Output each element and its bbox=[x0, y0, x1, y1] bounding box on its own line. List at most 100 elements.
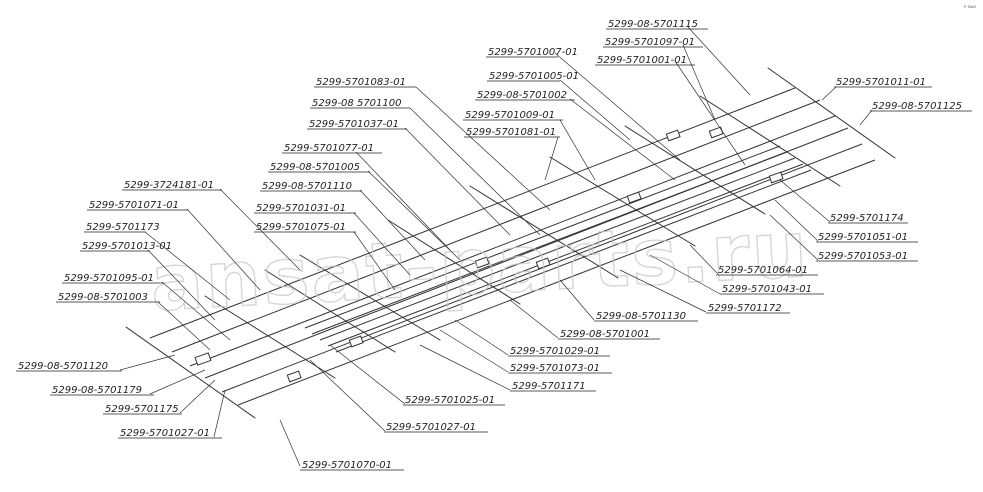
part-number: 5299-08-5701125 bbox=[872, 101, 962, 112]
bracket-plate-4 bbox=[474, 256, 490, 269]
leader-p05 bbox=[559, 79, 631, 141]
part-number: 5299-08-5701002 bbox=[477, 90, 567, 101]
part-label: 5299-5701053-01 bbox=[816, 251, 918, 262]
part-number: 5299-5701013-01 bbox=[82, 241, 172, 252]
part-label: 5299-5701029-01 bbox=[508, 346, 610, 357]
part-label: 5299-5701005-01 bbox=[487, 71, 579, 82]
part-number: 5299-5701073-01 bbox=[510, 363, 600, 374]
leader-p10 bbox=[409, 107, 541, 236]
part-label: 5299-5701073-01 bbox=[508, 363, 612, 374]
cross-bar-7 bbox=[549, 156, 696, 247]
leader-p27 bbox=[689, 244, 719, 275]
leader-p19 bbox=[353, 212, 411, 276]
part-number: 5299-5701095-01 bbox=[64, 273, 154, 284]
rail-7 bbox=[304, 145, 781, 329]
leader-p28 bbox=[157, 301, 211, 351]
part-label: 5299-5701171 bbox=[510, 381, 596, 392]
part-label: 5299-08-5701005 bbox=[268, 162, 370, 173]
cross-bar-1 bbox=[125, 326, 256, 419]
part-label: 5299-5701011-01 bbox=[834, 77, 932, 88]
leader-p12 bbox=[404, 127, 511, 236]
part-number: 5299-08-5701110 bbox=[262, 181, 352, 192]
part-number: 5299-5701071-01 bbox=[89, 200, 179, 211]
leader-p17 bbox=[359, 189, 426, 261]
part-number: 5299-5701027-01 bbox=[386, 422, 476, 433]
bracket-plate-5 bbox=[535, 257, 551, 270]
part-number: 5299-5701174 bbox=[830, 213, 904, 224]
bracket-plate-6 bbox=[626, 191, 642, 204]
part-label: 5299-08-5701120 bbox=[16, 361, 122, 372]
part-label: 5299-5701174 bbox=[828, 213, 908, 224]
part-label: 5299-5701097-01 bbox=[603, 37, 703, 48]
part-label: 5299-5701175 bbox=[103, 404, 182, 415]
leader-p18 bbox=[186, 208, 261, 291]
part-label: 5299-5701037-01 bbox=[307, 119, 407, 130]
part-number: 5299-08-5701005 bbox=[270, 162, 360, 173]
part-label: 5299-5701051-01 bbox=[816, 232, 918, 243]
part-label: 5299-5701001-01 bbox=[595, 55, 695, 66]
bracket-plate-2 bbox=[286, 370, 302, 383]
cross-bar-3 bbox=[264, 269, 396, 353]
part-number: 5299-5701051-01 bbox=[818, 232, 908, 243]
rail-10 bbox=[327, 163, 804, 347]
part-label: 5299-08-5701115 bbox=[606, 19, 708, 30]
bracket-plate-9 bbox=[768, 171, 784, 184]
part-label: 5299-08-5701001 bbox=[558, 329, 660, 340]
leader-p39 bbox=[329, 344, 406, 405]
part-number: 5299-5701064-01 bbox=[718, 265, 808, 276]
leader-p23 bbox=[779, 179, 831, 223]
part-label: 5299-5701075-01 bbox=[254, 222, 356, 233]
cross-bar-4 bbox=[299, 254, 441, 341]
part-label: 5299-5701071-01 bbox=[87, 200, 188, 211]
leader-p26 bbox=[161, 281, 231, 341]
part-number: 5299-5701070-01 bbox=[302, 460, 392, 471]
part-number: 5299-08-5701130 bbox=[596, 311, 686, 322]
part-number: 5299-5701175 bbox=[105, 404, 179, 415]
leader-p09 bbox=[859, 109, 873, 126]
part-label: 5299-08-5701179 bbox=[50, 385, 154, 396]
leader-p41 bbox=[309, 359, 386, 432]
part-label: 5299-08-5701130 bbox=[594, 311, 698, 322]
part-number: 5299-08-5701001 bbox=[560, 329, 650, 340]
leader-p21 bbox=[353, 231, 396, 291]
part-number: 5299-08-5701179 bbox=[52, 385, 142, 396]
part-label: 5299-5701043-01 bbox=[720, 284, 824, 295]
leader-p04 bbox=[674, 60, 746, 166]
part-number: 5299-5701005-01 bbox=[489, 71, 579, 82]
leader-p16 bbox=[219, 188, 301, 271]
part-label: 5299-5701031-01 bbox=[254, 203, 356, 214]
leader-p30 bbox=[619, 269, 707, 313]
corner-mark: ᴾ ᴮᴬᴿ bbox=[964, 5, 976, 12]
part-label: 5299-5701173 bbox=[84, 222, 160, 233]
part-label: 5299-5701172 bbox=[706, 303, 790, 314]
leader-p29 bbox=[649, 254, 721, 295]
part-number: 5299-08-5701115 bbox=[608, 19, 698, 30]
rail-9 bbox=[319, 157, 796, 341]
roof-frame bbox=[125, 67, 896, 419]
part-label: 5299-5701064-01 bbox=[716, 265, 818, 276]
leader-p07 bbox=[415, 86, 551, 211]
leader-p36 bbox=[149, 369, 206, 395]
part-number: 5299-08 5701100 bbox=[312, 98, 402, 109]
leader-p25 bbox=[769, 214, 819, 261]
part-label: 5299-5701013-01 bbox=[80, 241, 172, 252]
rail-1 bbox=[149, 87, 796, 339]
part-number: 5299-5701081-01 bbox=[466, 127, 556, 138]
part-label: 5299-5701027-01 bbox=[118, 428, 222, 439]
part-number: 5299-5701029-01 bbox=[510, 346, 600, 357]
rail-8 bbox=[311, 151, 788, 335]
leader-p40 bbox=[213, 389, 226, 438]
leader-p34 bbox=[454, 319, 509, 356]
part-number: 5299-5701001-01 bbox=[597, 55, 687, 66]
part-number: 5299-5701037-01 bbox=[309, 119, 399, 130]
part-number: 5299-5701027-01 bbox=[120, 428, 210, 439]
part-number: 5299-5701025-01 bbox=[405, 395, 495, 406]
cross-bar-8 bbox=[624, 125, 766, 215]
leader-p06 bbox=[821, 86, 837, 101]
part-label: 5299-5701070-01 bbox=[300, 460, 404, 471]
part-label: 5299-5701025-01 bbox=[403, 395, 505, 406]
part-labels: 5299-08-5701115 5299-5701097-01 5299-570… bbox=[16, 19, 972, 471]
part-number: 5299-5701007-01 bbox=[488, 47, 578, 58]
part-number: 5299-08-5701003 bbox=[58, 292, 148, 303]
